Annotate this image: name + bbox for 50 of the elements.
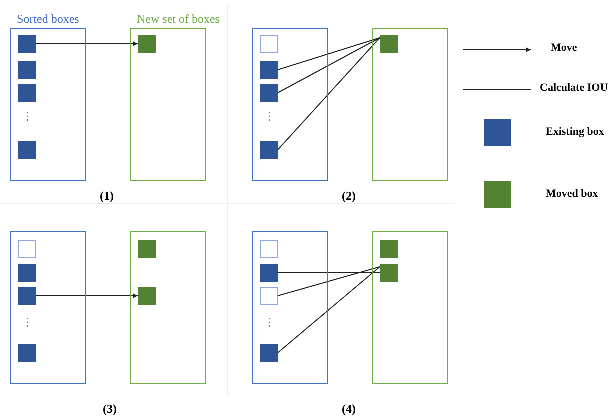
panel-caption: (1) [100, 189, 114, 204]
box-square [18, 84, 36, 102]
ellipsis-mark: ⋮ [264, 316, 275, 329]
box-square [380, 240, 398, 258]
box-square [138, 35, 156, 53]
box-square [18, 344, 36, 362]
list-panel [372, 28, 448, 181]
legend-label: Calculate IOU [540, 82, 608, 94]
list-panel [130, 231, 206, 384]
panel-caption: (3) [103, 402, 117, 417]
box-square [18, 287, 36, 305]
list-panel [10, 231, 86, 384]
box-square [138, 287, 156, 305]
arrow [36, 294, 138, 298]
box-square [260, 287, 278, 305]
box-square [260, 264, 278, 282]
list-panel [372, 231, 448, 384]
box-square [380, 35, 398, 53]
connector-line [278, 38, 380, 150]
legend-label: Moved box [546, 188, 598, 200]
connector-line [278, 266, 380, 296]
panel-caption: (4) [342, 402, 356, 417]
box-square [260, 344, 278, 362]
panel-heading: New set of boxes [137, 12, 220, 26]
arrow [36, 42, 138, 46]
legend-label: Move [551, 42, 578, 54]
box-square [260, 141, 278, 159]
ellipsis-mark: ⋮ [264, 110, 275, 123]
box-square [18, 141, 36, 159]
connector-line [278, 38, 380, 70]
list-panel [252, 28, 328, 181]
panel-heading: Sorted boxes [17, 12, 80, 26]
connector-line [278, 272, 380, 274]
ellipsis-mark: ⋮ [22, 110, 33, 123]
legend-label: Existing box [546, 126, 604, 138]
connector-line [278, 38, 380, 94]
box-square [260, 240, 278, 258]
box-square [138, 240, 156, 258]
box-square [18, 61, 36, 79]
box-square [260, 84, 278, 102]
panel-caption: (2) [342, 189, 356, 204]
box-square [260, 35, 278, 53]
box-square [260, 61, 278, 79]
box-square [18, 240, 36, 258]
box-square [18, 35, 36, 53]
box-square [18, 264, 36, 282]
connector-line [278, 266, 380, 354]
list-panel [252, 231, 328, 384]
ellipsis-mark: ⋮ [22, 316, 33, 329]
box-square [380, 264, 398, 282]
